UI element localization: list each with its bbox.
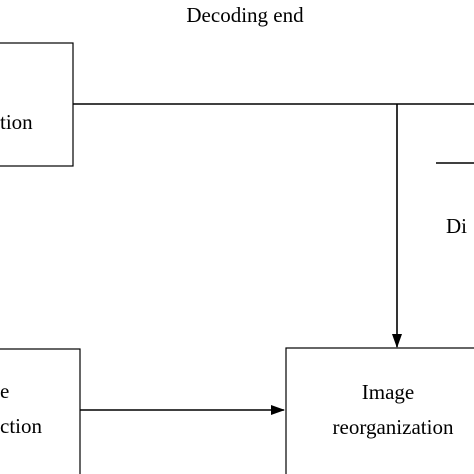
- image-reorganization-label-line2: reorganization: [333, 415, 454, 439]
- top-left-block-label: tion: [0, 110, 33, 134]
- bottom-left-block: e ction: [0, 348, 81, 474]
- bottom-left-block-label-line2: ction: [0, 414, 42, 438]
- image-reorganization-box: [285, 347, 474, 474]
- top-left-block: tion: [0, 42, 74, 167]
- right-edge-label: Di: [446, 214, 467, 238]
- top-left-block-box: [0, 42, 74, 167]
- image-reorganization-label-line1: Image: [362, 380, 414, 404]
- diagram-title: Decoding end: [186, 3, 304, 27]
- image-reorganization-block: Image reorganization: [285, 347, 474, 474]
- bottom-left-block-label-line1: e: [0, 379, 9, 403]
- bottom-left-block-box: [0, 348, 81, 474]
